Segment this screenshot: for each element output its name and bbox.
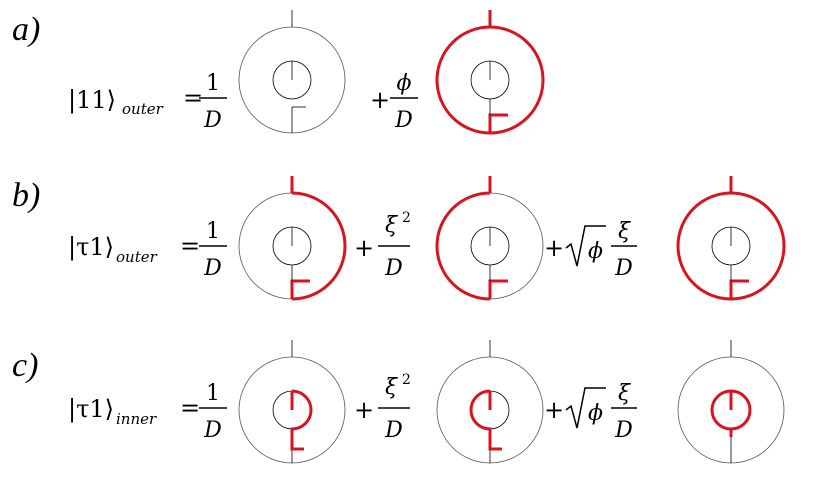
anyon-diagram-plain bbox=[238, 10, 346, 134]
plus-sign: + bbox=[544, 396, 564, 424]
sqrt-argument: ϕ bbox=[588, 239, 603, 264]
row-label: c) bbox=[12, 347, 38, 384]
anyon-diagram-outer-full bbox=[676, 176, 786, 301]
sqrt-radical bbox=[565, 225, 606, 267]
sqrt-argument: ϕ bbox=[588, 401, 603, 426]
coefficient-denominator: D bbox=[203, 256, 222, 281]
plus-sign: + bbox=[354, 396, 374, 424]
ket-subscript: outer bbox=[122, 100, 164, 118]
anyon-diagram-outer-full bbox=[435, 10, 545, 135]
anyon-diagram-outer-right bbox=[435, 176, 544, 301]
equals-sign: = bbox=[180, 394, 200, 422]
anyon-diagram-inner-left bbox=[238, 340, 346, 464]
coefficient-denominator: D bbox=[384, 256, 403, 281]
row-c: c) |τ1⟩ inner = 1 D + ξ 2 D + ϕ ξ D bbox=[12, 340, 785, 464]
ket-subscript: outer bbox=[116, 248, 158, 266]
sqrt-radical bbox=[565, 387, 606, 429]
coefficient-numerator: 1 bbox=[206, 71, 220, 96]
equals-sign: = bbox=[180, 232, 200, 260]
anyon-diagram-outer-left bbox=[238, 176, 347, 301]
row-a: a) |11⟩ outer = 1 D + ϕ D bbox=[12, 10, 545, 135]
ket-symbol: |τ1⟩ bbox=[68, 233, 114, 262]
row-label: b) bbox=[12, 177, 40, 214]
equals-sign: = bbox=[183, 84, 203, 112]
anyon-diagram-inner-full bbox=[677, 340, 785, 464]
coefficient-denominator: D bbox=[384, 418, 403, 443]
coefficient-denominator: D bbox=[614, 418, 633, 443]
bottom-leg bbox=[488, 279, 508, 299]
coefficient-numerator: ξ bbox=[385, 375, 399, 400]
plus-sign: + bbox=[354, 234, 374, 262]
coefficient-superscript: 2 bbox=[402, 210, 411, 226]
coefficient-numerator: 1 bbox=[206, 219, 220, 244]
outer-arc-highlight bbox=[291, 191, 347, 301]
coefficient-denominator: D bbox=[203, 418, 222, 443]
coefficient-denominator: D bbox=[394, 108, 413, 133]
coefficient-numerator: 1 bbox=[206, 381, 220, 406]
ket-subscript: inner bbox=[116, 410, 157, 428]
ket-symbol: |τ1⟩ bbox=[68, 395, 114, 424]
ket-symbol: |11⟩ bbox=[68, 86, 116, 115]
coefficient-numerator: ϕ bbox=[397, 71, 412, 96]
row-label: a) bbox=[12, 11, 40, 48]
plus-sign: + bbox=[544, 234, 564, 262]
inner-arc-highlight bbox=[290, 389, 313, 451]
coefficient-numerator: ξ bbox=[618, 381, 632, 406]
coefficient-numerator: ξ bbox=[618, 219, 632, 244]
coefficient-denominator: D bbox=[203, 108, 222, 133]
row-b: b) |τ1⟩ outer = 1 D + ξ 2 D + ϕ ξ D bbox=[12, 176, 786, 301]
coefficient-denominator: D bbox=[614, 256, 633, 281]
coefficient-superscript: 2 bbox=[402, 372, 411, 388]
outer-arc-highlight bbox=[435, 191, 491, 301]
coefficient-numerator: ξ bbox=[385, 213, 399, 238]
plus-sign: + bbox=[370, 86, 390, 114]
anyon-diagram-inner-right bbox=[436, 340, 544, 464]
inner-arc-highlight bbox=[469, 389, 502, 451]
